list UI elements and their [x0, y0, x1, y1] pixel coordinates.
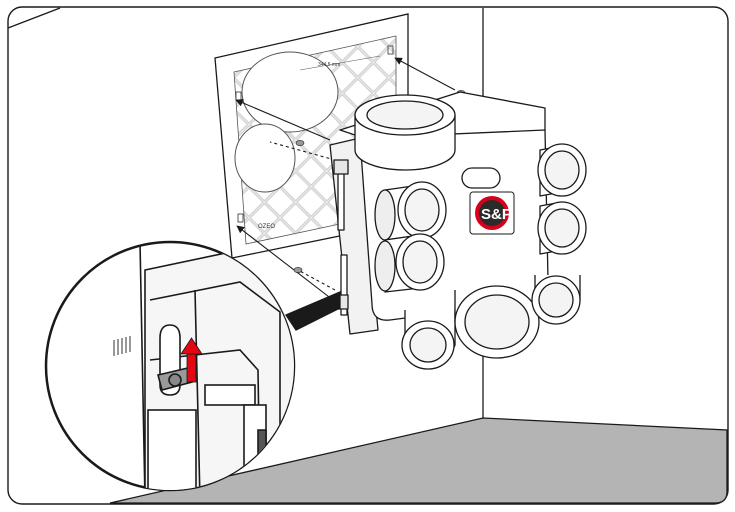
arrow-bottom-dash: [297, 269, 336, 291]
screws: [293, 90, 466, 273]
arrow-middle: [269, 141, 336, 161]
unit-handle: [461, 167, 501, 189]
arrow-icon: [235, 57, 456, 301]
template-marker-bottom-left: [237, 213, 244, 223]
template-brand-label: OZEO: [258, 224, 275, 230]
zoom-connector: [285, 291, 341, 331]
sp-logo-icon: S&P: [469, 191, 515, 235]
arrow-top-right: [394, 57, 456, 91]
template-medium-circle: [234, 123, 296, 193]
zoom-detail: [44, 240, 296, 492]
spigot-right-lower: [537, 201, 587, 255]
arrow-bottom-left: [236, 225, 334, 301]
logo-text: S&P: [481, 206, 512, 223]
up-arrow-icon: [180, 337, 203, 383]
template-marker-top-right: [387, 45, 394, 55]
template-dimension-label: 344,5 mm: [318, 62, 340, 68]
spigot-bottom-right: [531, 275, 581, 325]
spigot-front-lower: [374, 233, 445, 293]
spigot-right-upper: [537, 143, 587, 197]
top-spigot: [354, 94, 456, 171]
template-large-circle: [241, 51, 339, 133]
spigot-bottom-left: [401, 310, 456, 370]
spigot-bottom-large: [454, 285, 540, 359]
arrow-top-left: [235, 99, 331, 141]
unit-mount-tab-top: [333, 159, 349, 175]
spigot-front-upper: [374, 181, 447, 241]
wall-hatch: [113, 336, 131, 356]
ventilation-unit: S&P: [329, 91, 587, 370]
floor: [109, 417, 728, 504]
